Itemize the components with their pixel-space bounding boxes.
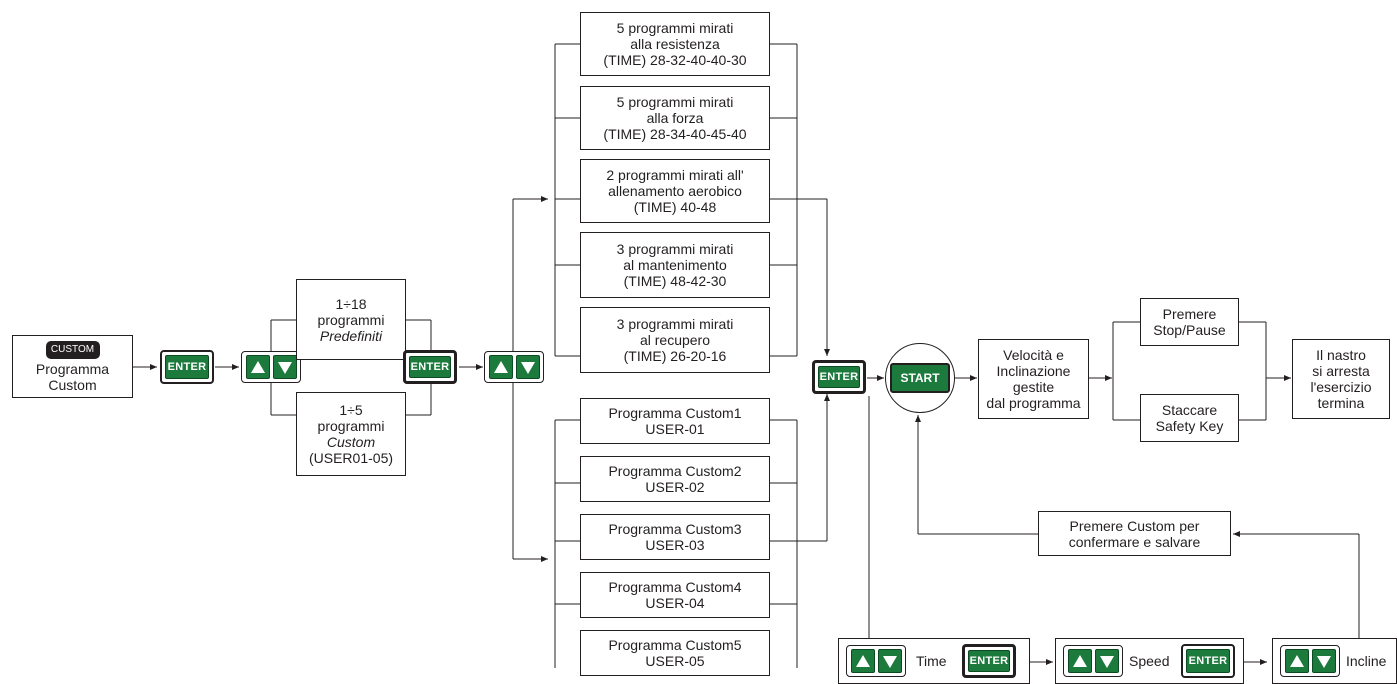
preset-program-3: 2 programmi mirati all'allenamento aerob… bbox=[580, 159, 770, 223]
arrow-up-icon[interactable] bbox=[488, 355, 513, 379]
start-key[interactable]: START bbox=[885, 343, 955, 413]
speed-label: Speed bbox=[1129, 653, 1170, 669]
enter-key[interactable]: ENTER bbox=[160, 350, 214, 384]
predefined-programs-box: 1÷18 programmi Predefiniti bbox=[296, 279, 406, 360]
enter-key[interactable]: ENTER bbox=[812, 360, 866, 394]
arrow-keys[interactable] bbox=[1063, 645, 1123, 677]
arrow-up-icon[interactable] bbox=[1067, 649, 1092, 673]
arrow-down-icon[interactable] bbox=[272, 355, 297, 379]
arrow-up-icon[interactable] bbox=[850, 649, 875, 673]
incline-label: Incline bbox=[1346, 653, 1387, 669]
time-label: Time bbox=[916, 653, 947, 669]
custom-box-line1: Programma bbox=[35, 360, 110, 377]
arrow-keys[interactable] bbox=[1280, 645, 1340, 677]
custom-programs-box: 1÷5 programmi Custom (USER01-05) bbox=[296, 392, 406, 476]
arrow-keys[interactable] bbox=[484, 351, 544, 383]
arrow-down-icon[interactable] bbox=[877, 649, 902, 673]
custom-key[interactable]: CUSTOM bbox=[45, 340, 100, 359]
enter-key[interactable]: ENTER bbox=[403, 350, 457, 384]
custom-program-box: CUSTOM Programma Custom bbox=[12, 335, 133, 398]
arrow-up-icon[interactable] bbox=[1284, 649, 1309, 673]
enter-key[interactable]: ENTER bbox=[962, 644, 1016, 678]
arrow-down-icon[interactable] bbox=[1311, 649, 1336, 673]
arrow-keys[interactable] bbox=[241, 351, 301, 383]
arrow-down-icon[interactable] bbox=[1094, 649, 1119, 673]
custom-box-line2: Custom bbox=[48, 376, 97, 393]
arrow-keys[interactable] bbox=[846, 645, 906, 677]
enter-key[interactable]: ENTER bbox=[1181, 644, 1235, 678]
arrow-down-icon[interactable] bbox=[515, 355, 540, 379]
connector-lines bbox=[133, 43, 1360, 668]
arrow-up-icon[interactable] bbox=[245, 355, 270, 379]
